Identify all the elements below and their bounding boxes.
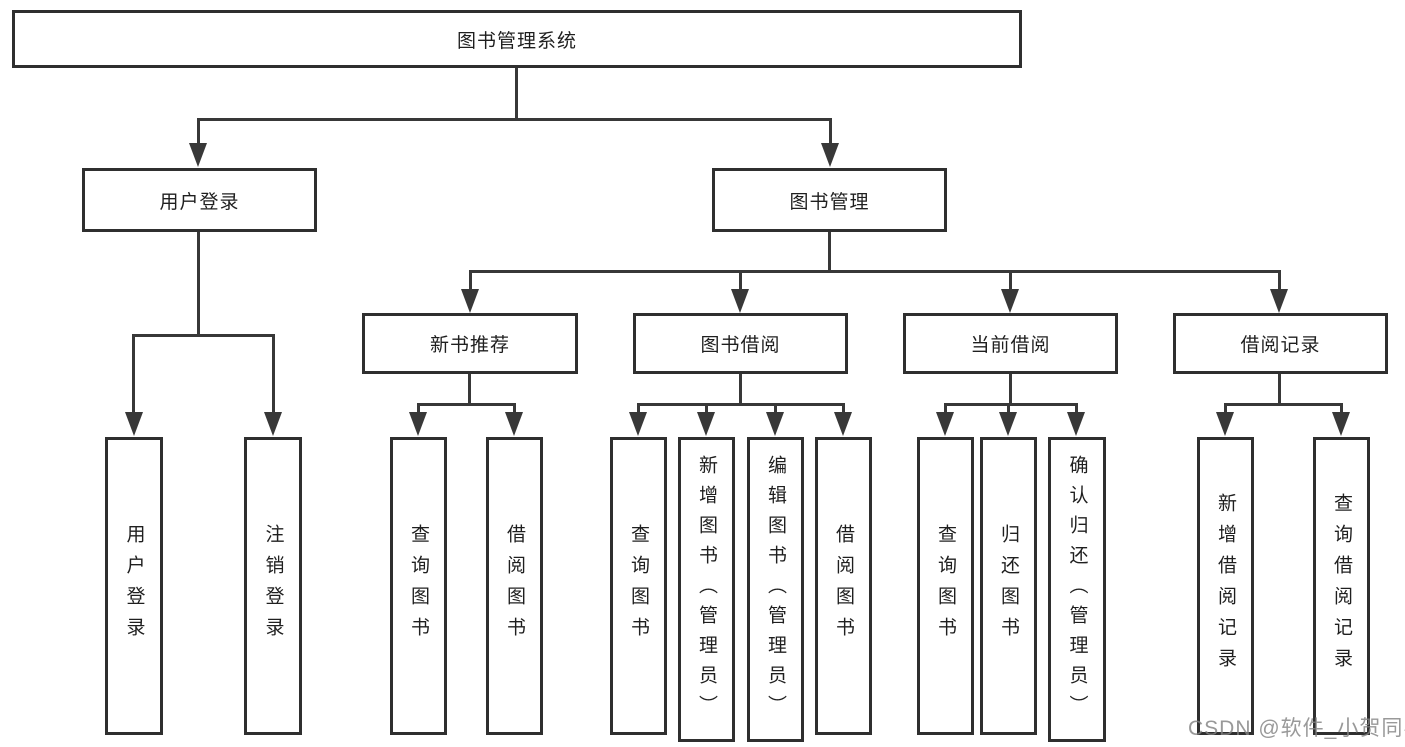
arrowhead-current-borrow (1001, 289, 1019, 313)
arrowhead-bb-edit (766, 412, 784, 436)
leaf-cb-query-books-label: 查询图书 (935, 524, 956, 648)
connector-drop-br-add (1224, 403, 1227, 416)
connector-book-mgmt-rail (469, 270, 1281, 273)
arrowhead-cb-query (936, 412, 954, 436)
connector-drop-cb-confirm (1075, 403, 1078, 416)
node-new-book-rec-label: 新书推荐 (429, 335, 510, 356)
arrowhead-book-borrow (731, 289, 749, 313)
connector-drop-book-mgmt (829, 118, 832, 146)
node-current-borrow-label: 当前借阅 (970, 335, 1051, 356)
arrowhead-br-query (1332, 412, 1350, 436)
arrowhead-br-add (1216, 412, 1234, 436)
connector-borrow-records-rail (1224, 403, 1342, 406)
arrowhead-rec-query (409, 412, 427, 436)
connector-current-borrow-stem (1009, 374, 1012, 405)
arrowhead-bb-add (697, 412, 715, 436)
connector-new-book-rec-stem (468, 374, 471, 405)
node-borrow-records: 借阅记录 (1173, 313, 1388, 374)
node-user-login: 用户登录 (82, 168, 317, 232)
node-book-borrow: 图书借阅 (633, 313, 848, 374)
node-book-mgmt: 图书管理 (712, 168, 947, 232)
node-borrow-records-label: 借阅记录 (1240, 335, 1321, 356)
arrowhead-book-mgmt (821, 143, 839, 167)
leaf-bb-edit-books-label: 编辑图书（管理员） (765, 454, 786, 725)
arrowhead-leaf-login (125, 412, 143, 436)
leaf-br-query-record-label: 查询借阅记录 (1331, 493, 1352, 679)
connector-borrow-records-stem (1278, 374, 1281, 405)
connector-drop-borrow-records (1278, 270, 1281, 292)
connector-drop-user-login (197, 118, 200, 146)
leaf-rec-query-books: 查询图书 (390, 437, 447, 735)
arrowhead-user-login (189, 143, 207, 167)
arrowhead-cb-confirm (1067, 412, 1085, 436)
connector-drop-cb-query (944, 403, 947, 416)
connector-drop-rec-borrow (513, 403, 516, 416)
csdn-watermark: CSDN @软件_小贺同学 (1188, 717, 1405, 740)
connector-current-borrow-rail (944, 403, 1078, 406)
node-current-borrow: 当前借阅 (903, 313, 1118, 374)
leaf-bb-query-books-label: 查询图书 (628, 524, 649, 648)
connector-drop-bb-add (705, 403, 708, 416)
leaf-br-add-record: 新增借阅记录 (1197, 437, 1254, 735)
leaf-cb-confirm-return: 确认归还（管理员） (1048, 437, 1106, 742)
connector-drop-br-query (1340, 403, 1343, 416)
leaf-cb-return-books: 归还图书 (980, 437, 1037, 735)
leaf-br-add-record-label: 新增借阅记录 (1215, 493, 1236, 679)
node-root-label: 图书管理系统 (456, 30, 577, 52)
node-book-mgmt-label: 图书管理 (789, 191, 870, 213)
connector-drop-bb-query (637, 403, 640, 416)
leaf-rec-borrow-books: 借阅图书 (486, 437, 543, 735)
leaf-cb-return-books-label: 归还图书 (998, 524, 1019, 648)
leaf-cb-query-books: 查询图书 (917, 437, 974, 735)
connector-drop-bb-borrow (842, 403, 845, 416)
leaf-bb-add-books-label: 新增图书（管理员） (696, 454, 717, 725)
arrowhead-borrow-records (1270, 289, 1288, 313)
leaf-bb-borrow-books-label: 借阅图书 (833, 524, 854, 648)
connector-drop-leaf-logout (272, 334, 275, 416)
connector-drop-book-borrow (739, 270, 742, 292)
leaf-bb-query-books: 查询图书 (610, 437, 667, 735)
connector-user-login-rail (132, 334, 275, 337)
leaf-bb-add-books: 新增图书（管理员） (678, 437, 735, 742)
leaf-cb-confirm-return-label: 确认归还（管理员） (1066, 454, 1088, 725)
connector-root-stem (515, 68, 518, 120)
leaf-rec-borrow-books-label: 借阅图书 (504, 524, 525, 648)
connector-drop-new-book-rec (469, 270, 472, 292)
arrowhead-bb-query (629, 412, 647, 436)
connector-drop-cb-return (1007, 403, 1010, 416)
connector-book-borrow-rail (637, 403, 844, 406)
node-new-book-rec: 新书推荐 (362, 313, 578, 374)
connector-new-book-rec-rail (417, 403, 516, 406)
connector-drop-bb-edit (774, 403, 777, 416)
leaf-rec-query-books-label: 查询图书 (408, 524, 429, 648)
connector-user-login-stem (197, 232, 200, 337)
arrowhead-new-book-rec (461, 289, 479, 313)
node-book-borrow-label: 图书借阅 (700, 335, 781, 356)
connector-drop-current-borrow (1009, 270, 1012, 292)
node-user-login-label: 用户登录 (159, 191, 240, 213)
leaf-br-query-record: 查询借阅记录 (1313, 437, 1370, 735)
arrowhead-rec-borrow (505, 412, 523, 436)
leaf-bb-edit-books: 编辑图书（管理员） (747, 437, 804, 742)
connector-root-rail (197, 118, 832, 121)
leaf-user-login-label: 用户登录 (123, 524, 145, 648)
leaf-logout-label: 注销登录 (262, 524, 284, 648)
leaf-logout: 注销登录 (244, 437, 302, 735)
arrowhead-cb-return (999, 412, 1017, 436)
connector-drop-leaf-login (132, 334, 135, 416)
connector-book-mgmt-stem (828, 232, 831, 272)
connector-book-borrow-stem (739, 374, 742, 405)
arrowhead-leaf-logout (264, 412, 282, 436)
arrowhead-bb-borrow (834, 412, 852, 436)
node-root: 图书管理系统 (12, 10, 1022, 68)
leaf-user-login: 用户登录 (105, 437, 163, 735)
connector-drop-rec-query (417, 403, 420, 416)
leaf-bb-borrow-books: 借阅图书 (815, 437, 872, 735)
